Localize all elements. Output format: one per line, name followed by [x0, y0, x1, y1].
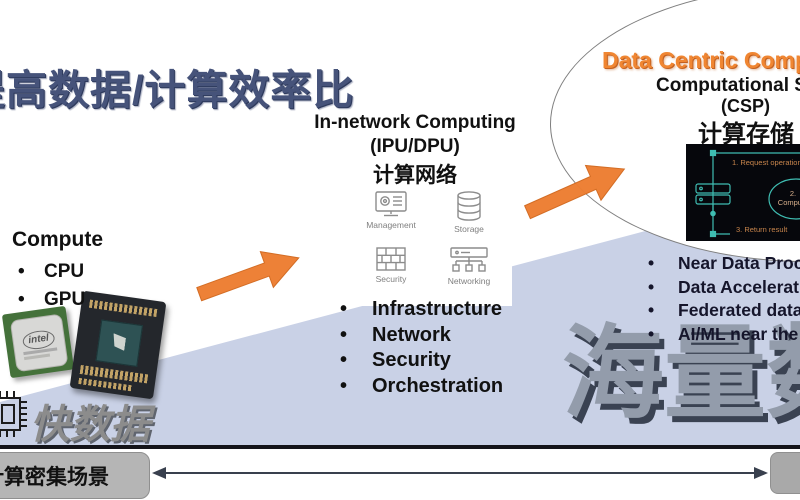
icon-label: Management [366, 220, 416, 230]
compute-intensive-label: 计算密集场景 [0, 465, 109, 489]
icon-label: Storage [454, 224, 484, 234]
icon-label: Networking [447, 276, 491, 286]
gpu-logo-mark [111, 333, 126, 351]
management-cell: Management [352, 190, 430, 234]
list-item: Near Data Processing [648, 252, 800, 276]
networking-cell: Networking [430, 246, 508, 286]
networking-icon [450, 247, 488, 272]
icon-group-background [347, 156, 512, 306]
management-icon [375, 191, 407, 217]
fast-data-watermark: 快数据 [30, 403, 150, 447]
list-item: Orchestration [340, 374, 503, 400]
csp-step1-label: 1. Request operation [732, 158, 800, 167]
computational-storage-cn: 计算存储 [698, 121, 794, 148]
slide-title: 提高数据/计算效率比 [0, 67, 355, 113]
list-item: Network [340, 323, 503, 349]
csp-feature-list: Near Data Processing Data Acceleration F… [648, 252, 800, 346]
progress-arrow-icon [523, 164, 626, 220]
in-network-title: In-network Computing [314, 112, 516, 133]
computational-storage-title: Computational Storage [656, 75, 800, 96]
gpu-die [95, 319, 143, 367]
csp-step2b-label: Compute [778, 198, 800, 207]
in-network-list: Infrastructure Network Security Orchestr… [340, 297, 503, 399]
csp-step2a-label: 2. [790, 189, 796, 198]
in-network-heading: In-network Computing (IPU/DPU) 计算网络 [283, 112, 547, 189]
list-item: CPU [18, 258, 85, 286]
data-intensive-box [770, 452, 800, 494]
gpu-connector [88, 299, 158, 318]
csp-flow-diagram: 1. Request operation 2. Compute 3. Retur… [695, 149, 800, 238]
security-cell: Security [352, 246, 430, 286]
compute-network-cn: 计算网络 [373, 164, 457, 187]
list-item: Data Acceleration [648, 276, 800, 300]
list-item: Security [340, 348, 503, 374]
csp-step3-label: 3. Return result [736, 225, 788, 234]
progress-arrow-icon [196, 251, 300, 302]
compute-heading: Compute [12, 228, 103, 251]
cpu-heat-spreader: intel [9, 313, 69, 373]
security-icon [376, 247, 406, 271]
compute-list: CPU GPU [18, 258, 85, 314]
baseline-rule [0, 445, 800, 449]
ipu-dpu-subtitle: (IPU/DPU) [370, 136, 460, 157]
list-item: Infrastructure [340, 297, 503, 323]
list-item: AI/ML near the data [648, 323, 800, 347]
list-item: GPU [18, 286, 85, 314]
chip-icon [0, 391, 27, 437]
storage-cell: Storage [430, 190, 508, 234]
data-centric-title: Data Centric Computing [602, 47, 800, 73]
icon-label: Security [375, 274, 407, 284]
csp-flow-image: 1. Request operation 2. Compute 3. Retur… [686, 144, 800, 241]
list-item: Federated data [648, 299, 800, 323]
storage-icon [457, 191, 481, 221]
range-arrow [152, 467, 768, 479]
compute-intensive-box: 计算密集场景 [0, 452, 150, 499]
cpu-photo: intel [1, 305, 75, 379]
dpu-icon-grid: Management Storage Security Network [352, 190, 508, 286]
csp-abbrev: (CSP) [721, 96, 770, 116]
